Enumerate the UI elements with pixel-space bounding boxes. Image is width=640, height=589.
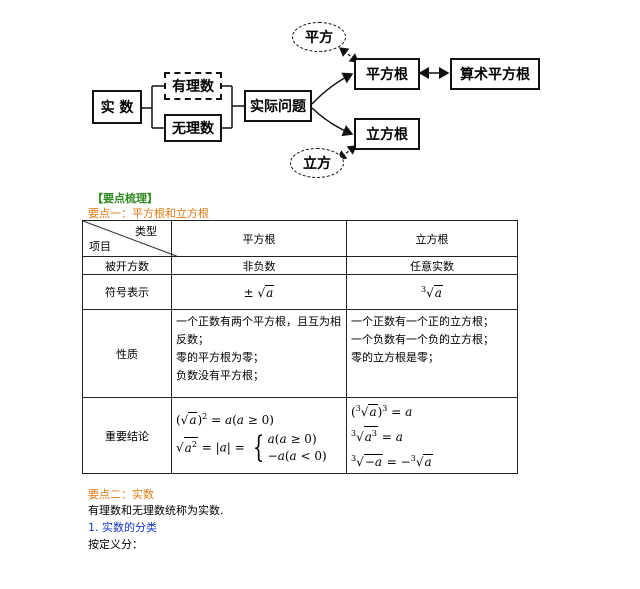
node-arithmetic-square-root: 算术平方根 xyxy=(450,58,540,90)
header-square-root: 平方根 xyxy=(171,220,347,257)
diagonal-line xyxy=(83,221,179,257)
row-symbol-square: ± √a xyxy=(171,274,347,310)
row-conclusion-cube: (3√a)3 = a 3√a3 = a 3√−a = −3√a xyxy=(346,397,518,474)
node-practical-problem: 实际问题 xyxy=(244,90,312,122)
node-cube: 立方 xyxy=(290,148,344,178)
diagram-connectors xyxy=(142,47,450,160)
header-type-label: 类型 xyxy=(135,225,157,238)
header-item-label: 项目 xyxy=(89,240,111,253)
row-property-label: 性质 xyxy=(82,309,172,398)
row-radicand-cube: 任意实数 xyxy=(346,256,518,275)
node-irrational: 无理数 xyxy=(164,114,222,142)
point1-heading: 要点一：平方根和立方根 xyxy=(88,207,209,220)
property-cube-line-3: 零的立方根是零； xyxy=(351,351,439,364)
property-square-line-3: 负数没有平方根； xyxy=(176,369,264,382)
row-radicand-label: 被开方数 xyxy=(82,256,172,275)
node-cube-root: 立方根 xyxy=(354,118,420,150)
section-heading: 【要点梳理】 xyxy=(92,192,158,205)
property-cube-line-1: 一个正数有一个正的立方根； xyxy=(351,315,494,328)
property-square-line-1: 一个正数有两个平方根，且互为相反数； xyxy=(176,315,341,346)
node-square-root: 平方根 xyxy=(354,58,420,90)
row-symbol-cube: 3√a xyxy=(346,274,518,310)
header-cube-root: 立方根 xyxy=(346,220,518,257)
point2-text: 有理数和无理数统称为实数. xyxy=(88,504,224,517)
classification-text: 按定义分： xyxy=(88,538,143,551)
row-conclusion-square: (√a)2 = a(a ≥ 0) √a2 = |a| = {a(a ≥ 0)−a… xyxy=(171,397,347,474)
conclusion-square-formula-2: √a2 = |a| = {a(a ≥ 0)−a(a < 0) xyxy=(176,430,327,465)
conclusion-cube-formula-2: 3√a3 = a xyxy=(351,423,513,448)
row-radicand-square: 非负数 xyxy=(171,256,347,275)
node-square: 平方 xyxy=(292,22,346,52)
conclusion-cube-formula-1: (3√a)3 = a xyxy=(351,404,413,419)
concept-diagram: 实 数 有理数 无理数 实际问题 平方根 算术平方根 立方根 平方 立方 xyxy=(0,0,640,185)
row-conclusion-label: 重要结论 xyxy=(82,397,172,474)
conclusion-cube-formula-3: 3√−a = −3√a xyxy=(351,454,433,469)
conclusion-square-formula-1: (√a)2 = a(a ≥ 0) xyxy=(176,412,274,427)
node-rational: 有理数 xyxy=(164,72,222,100)
classification-heading: 1. 实数的分类 xyxy=(88,521,157,534)
row-symbol-label: 符号表示 xyxy=(82,274,172,310)
table-diagonal-header: 类型 项目 xyxy=(82,220,179,257)
roots-table: 类型 项目 平方根 立方根 被开方数 非负数 任意实数 符号表示 ± √a 3√… xyxy=(82,220,518,474)
row-property-cube: 一个正数有一个正的立方根； 一个负数有一个负的立方根； 零的立方根是零； xyxy=(346,309,518,398)
row-property-square: 一个正数有两个平方根，且互为相反数； 零的平方根为零； 负数没有平方根； xyxy=(171,309,347,398)
node-real-numbers: 实 数 xyxy=(92,90,142,124)
point2-heading: 要点二：实数 xyxy=(88,488,154,501)
property-square-line-2: 零的平方根为零； xyxy=(176,351,264,364)
property-cube-line-2: 一个负数有一个负的立方根； xyxy=(351,333,494,346)
